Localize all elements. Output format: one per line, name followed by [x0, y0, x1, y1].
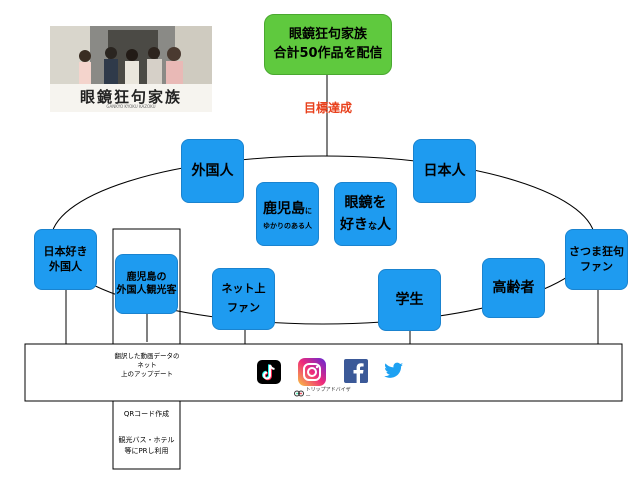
bus-note-line2: 等にPRし利用	[124, 447, 169, 456]
node-nihon-suki-line1: 日本好き	[43, 244, 88, 258]
family-photo	[50, 26, 212, 112]
node-students-label: 学生	[395, 291, 424, 308]
node-kagoshima-line1: 鹿児島に	[263, 197, 312, 219]
band-note-line2: 上のアップデート	[121, 370, 173, 379]
kagoshima-suffix: に	[305, 206, 312, 215]
node-satsuma-line1: さつま狂句	[569, 244, 624, 258]
node-megane-lovers: 眼鏡を 好きな人	[334, 182, 397, 246]
qr-code-note: QRコード作成	[123, 410, 170, 418]
goal-achieved-label: 目標達成	[303, 101, 352, 115]
node-megane-line2: 好きな人	[340, 213, 391, 235]
node-kagoshima-connected: 鹿児島に ゆかりのある人	[256, 182, 319, 246]
node-kagoshima-line2: ゆかりのある人	[263, 221, 312, 230]
node-japanese: 日本人	[413, 139, 476, 203]
instagram-icon[interactable]	[298, 358, 326, 386]
node-kagoshima-tourists: 鹿児島の 外国人観光客	[115, 254, 178, 314]
twitter-icon[interactable]	[384, 362, 404, 380]
node-net-line1: ネット上	[221, 282, 266, 296]
node-elderly: 高齢者	[482, 258, 545, 318]
node-net-fans: ネット上 ファン	[212, 268, 275, 330]
megane-suki: 好き	[339, 216, 368, 233]
megane-na: な	[367, 221, 377, 232]
facebook-icon[interactable]	[344, 359, 368, 383]
band-note-line1: 翻訳した動画データのネット	[114, 352, 180, 370]
node-tourist-line1: 鹿児島の	[126, 271, 167, 283]
logo-title: 眼鏡狂句家族	[79, 88, 182, 106]
tiktok-icon[interactable]	[257, 360, 281, 384]
node-satsuma-fans: さつま狂句 ファン	[565, 229, 628, 290]
node-nihon-suki-line2: 外国人	[49, 259, 82, 273]
node-japanese-label: 日本人	[423, 162, 466, 179]
kagoshima-label: 鹿児島	[263, 200, 305, 217]
node-foreigners-label: 外国人	[191, 162, 234, 179]
tripadvisor-logo[interactable]: トリップアドバイザー	[294, 387, 354, 400]
goal-box: 眼鏡狂句家族 合計50作品を配信	[264, 14, 392, 75]
family-logo-image: 眼鏡狂句家族 GANKYO KYOKU KAZOKU	[50, 26, 212, 112]
node-students: 学生	[378, 269, 441, 331]
node-megane-line1: 眼鏡を	[344, 194, 387, 211]
tripadvisor-icon	[294, 390, 304, 396]
node-tourist-line2: 外国人観光客	[116, 285, 177, 296]
bus-hotel-note: 観光バス・ホテル 等にPRし利用	[113, 435, 180, 457]
megane-hito: 人	[377, 216, 391, 233]
goal-line1: 眼鏡狂句家族	[288, 26, 367, 42]
node-net-line2: ファン	[227, 301, 260, 314]
tripadvisor-label: トリップアドバイザー	[305, 387, 351, 400]
logo-subtitle: GANKYO KYOKU KAZOKU	[106, 104, 156, 109]
band-update-note: 翻訳した動画データのネット 上のアップデート	[114, 352, 180, 379]
goal-line2: 合計50作品を配信	[273, 45, 383, 61]
bus-note-line1: 観光バス・ホテル	[118, 436, 175, 444]
node-satsuma-line2: ファン	[580, 259, 613, 273]
node-nihon-suki-foreigners: 日本好き 外国人	[34, 229, 97, 290]
node-foreigners: 外国人	[181, 139, 244, 203]
node-elderly-label: 高齢者	[492, 279, 535, 296]
